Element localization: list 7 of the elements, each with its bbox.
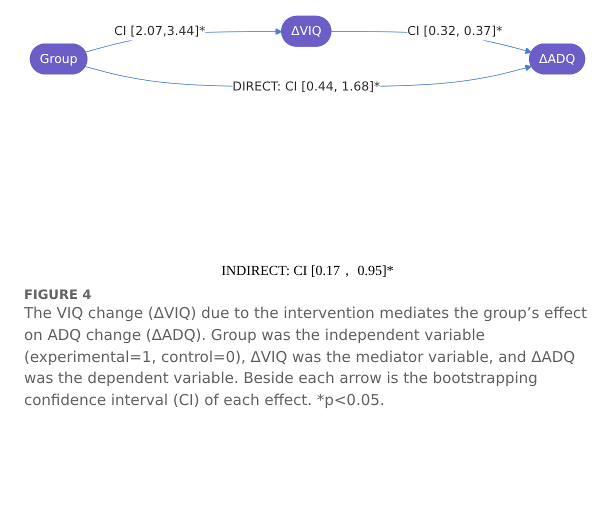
edge-label: CI [2.07,3.44]*	[114, 24, 206, 38]
figure-caption: The VIQ change (ΔVIQ) due to the intervention mediates the group’s effect on ADQ change (ΔADQ). Group was the independent variable (experimental=1, control=0), ΔVIQ was the mediator variable, and ΔADQ was the dependent variable. Beside each arrow is the bootstrapping confidence interval (CI) of each effect. *p<0.05.	[24, 303, 588, 411]
edge-label: DIRECT: CI [0.44, 1.68]*	[232, 78, 380, 94]
effect-label: INDIRECT: CI [0.17， 0.95]*	[220, 263, 395, 280]
figure-title: FIGURE 4	[24, 288, 92, 303]
edge-label: CI [0.32, 0.37]*	[407, 24, 502, 38]
mediation-diagram: CI [2.07,3.44]* CI [0.32, 0.37]* DIRECT: CI [0.44, 1.68]* Group ΔVIQ ΔADQ	[24, 10, 591, 102]
